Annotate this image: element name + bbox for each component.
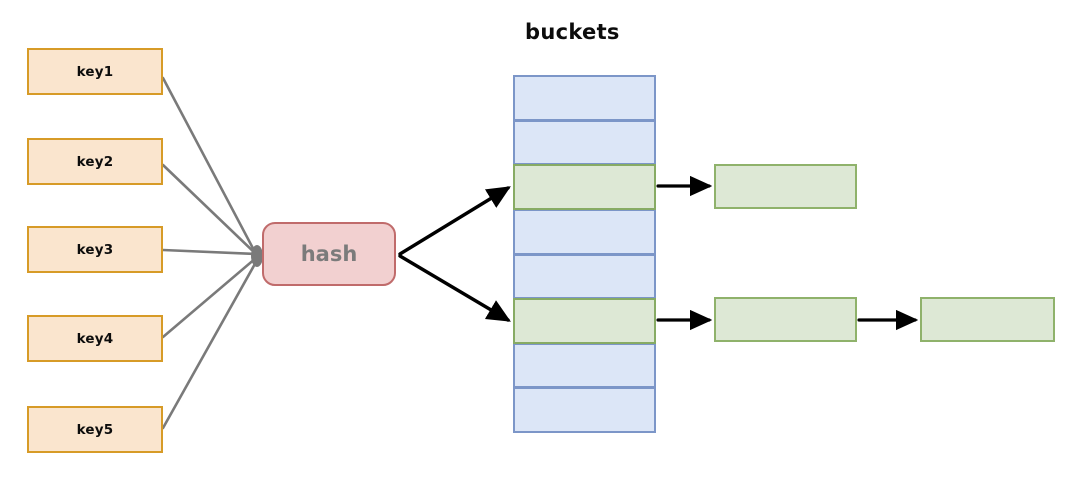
bucket-cell-7[interactable] [513,387,656,433]
buckets-title: buckets [525,20,620,44]
bucket-cell-0[interactable] [513,75,656,121]
chain-2-node-2[interactable] [920,297,1055,342]
key-box-key2[interactable]: key2 [27,138,163,185]
hash-function-box[interactable]: hash [262,222,396,286]
bucket-array [513,75,656,433]
key-box-label: key1 [76,63,114,80]
key-wire-group [161,76,258,430]
key-box-label: key5 [76,421,114,438]
bucket-cell-3[interactable] [513,208,656,255]
key-box-label: key4 [76,330,114,347]
key-box-key1[interactable]: key1 [27,48,163,95]
hash-arrow-group [398,186,511,322]
bucket-cell-5[interactable] [513,298,656,344]
wire-key4-to-hash [161,256,258,339]
bucket-cell-4[interactable] [513,253,656,300]
key-box-key5[interactable]: key5 [27,406,163,453]
wire-key3-to-hash [161,248,258,256]
wire-key2-to-hash [161,163,258,256]
key-box-label: key2 [76,153,114,170]
wire-key5-to-hash [161,260,258,430]
key-box-label: key3 [76,241,114,258]
key-box-key4[interactable]: key4 [27,315,163,362]
wire-key1-to-hash [161,76,258,256]
chain-2-node-1[interactable] [714,297,857,342]
arrow-hash-to-bucket-cell-2 [398,186,511,256]
hash-box-label: hash [300,242,358,266]
bucket-cell-6[interactable] [513,342,656,389]
bucket-cell-2[interactable] [513,164,656,210]
arrow-hash-to-bucket-cell-5 [398,254,511,322]
chain-1-node-1[interactable] [714,164,857,209]
key-box-key3[interactable]: key3 [27,226,163,273]
bucket-cell-1[interactable] [513,119,656,166]
